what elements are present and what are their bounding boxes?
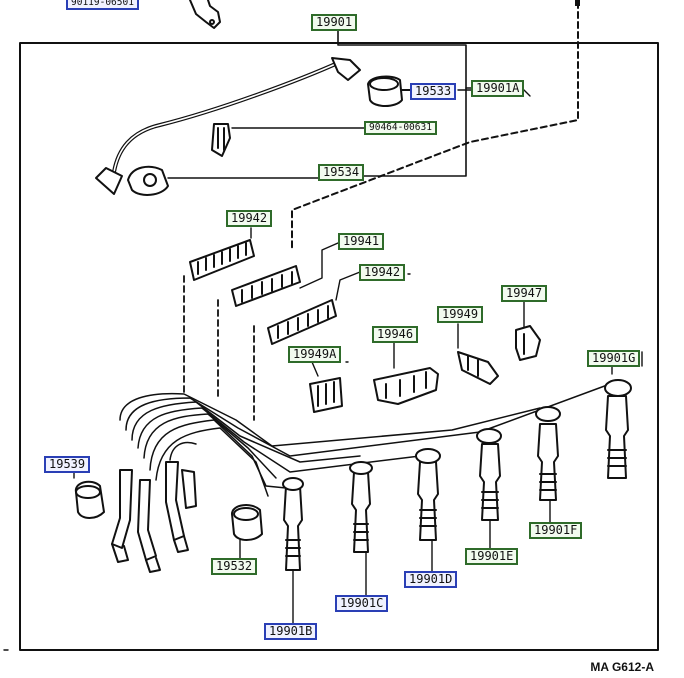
boot-19539: [73, 469, 105, 519]
part-label-19947[interactable]: 19947: [501, 285, 548, 302]
part-label-19941[interactable]: 19941: [338, 233, 385, 250]
dashed-leader-right: [291, 1, 579, 249]
part-label-19901C[interactable]: 19901C: [335, 595, 389, 612]
part-label-19942-top[interactable]: 19942: [226, 210, 273, 227]
part-label-19901F[interactable]: 19901F: [529, 522, 583, 539]
part-label-19949A[interactable]: 19949A: [288, 346, 342, 363]
outer-frame: [19, 42, 659, 651]
part-label-19942-lower[interactable]: 19942: [359, 264, 406, 281]
wire-bundle: [119, 383, 611, 497]
subassembly-box: [337, 29, 467, 177]
separator-19941: [231, 265, 301, 307]
top-bracket-part: [189, 0, 221, 29]
clamp-19946: [373, 367, 439, 405]
part-label-19901G[interactable]: 19901G: [587, 350, 641, 367]
separator-19942-top: [189, 239, 255, 281]
part-label-19946[interactable]: 19946: [372, 326, 419, 343]
part-label-19901A[interactable]: 19901A: [471, 80, 525, 97]
part-label-19539[interactable]: 19539: [44, 456, 91, 473]
boot-19901C: [349, 461, 373, 597]
boot-19901F: [535, 406, 561, 523]
left-terminals: [111, 461, 197, 573]
clamp-19947: [515, 325, 541, 361]
coil-lead-wire: [95, 57, 361, 195]
clamp-19949A: [309, 377, 343, 413]
separator-19942-lower: [267, 299, 337, 345]
part-label-19901D[interactable]: 19901D: [404, 571, 458, 588]
part-label-19532[interactable]: 19532: [211, 558, 258, 575]
boot-19533: [367, 75, 411, 107]
boot-19534: [127, 165, 319, 196]
part-label-19533[interactable]: 19533: [410, 83, 457, 100]
dashed-leaders: [183, 275, 255, 421]
part-label-19901[interactable]: 19901: [311, 14, 358, 31]
part-label-90464-00631[interactable]: 90464-00631: [364, 121, 437, 135]
part-label-19901B[interactable]: 19901B: [264, 623, 318, 640]
boot-19901E: [476, 428, 502, 549]
part-label-19949[interactable]: 19949: [437, 306, 484, 323]
part-label-19534[interactable]: 19534: [318, 164, 365, 181]
part-label-90119-06501[interactable]: 90119-06501: [66, 0, 139, 10]
figure-code: MA G612-A: [590, 660, 654, 674]
part-label-19901E[interactable]: 19901E: [465, 548, 519, 565]
boot-19901B: [282, 477, 304, 625]
clamp-90464: [211, 123, 365, 157]
boot-19532: [231, 504, 263, 559]
boot-19901D: [415, 448, 441, 573]
clamp-19949: [457, 351, 499, 385]
boot-19901G: [604, 379, 632, 479]
